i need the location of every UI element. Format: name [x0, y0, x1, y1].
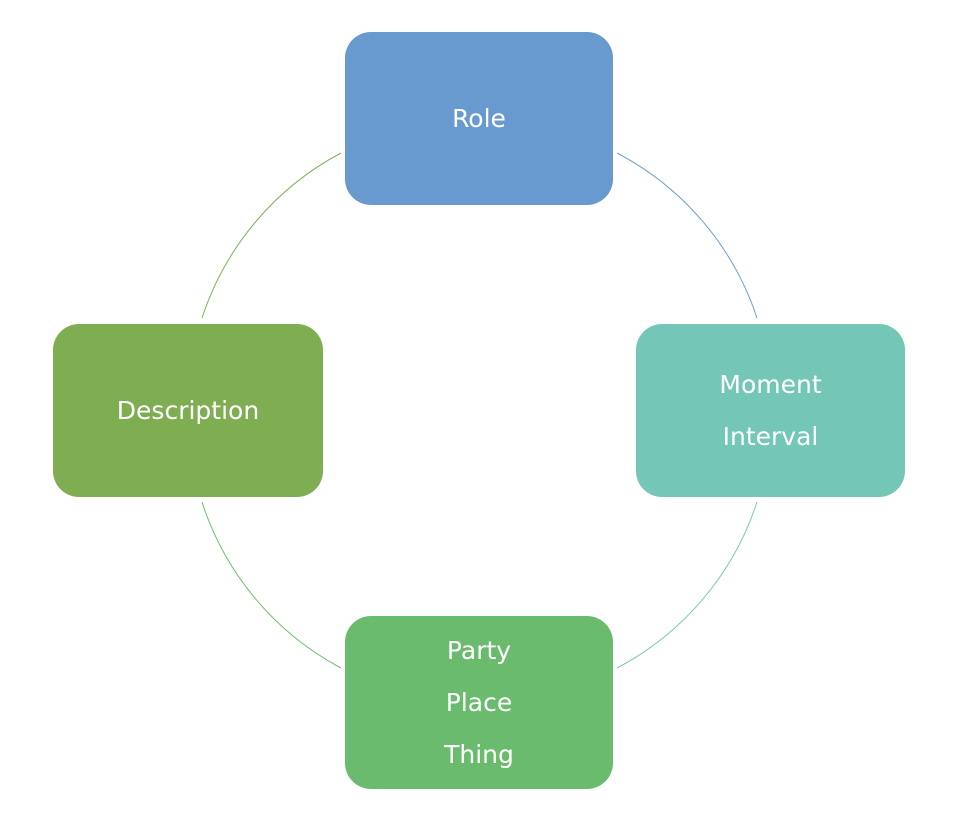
node-moment-interval-line-1: Moment [719, 369, 822, 399]
node-party-place-thing-line-3: Thing [444, 739, 514, 769]
connector-role-to-moment [616, 152, 758, 319]
node-party-place-thing-line-2: Place [445, 687, 513, 717]
node-moment-interval: Moment Interval [636, 324, 905, 497]
node-moment-interval-line-2: Interval [722, 421, 819, 451]
connector-party-to-description [201, 501, 342, 669]
node-description-label: Description [116, 395, 260, 425]
connector-description-to-role [201, 152, 342, 319]
node-role: Role [345, 32, 613, 205]
connector-moment-to-party [616, 501, 758, 669]
node-description: Description [53, 324, 323, 497]
node-party-place-thing-line-1: Party [446, 635, 512, 665]
node-role-label: Role [452, 103, 506, 133]
node-party-place-thing: Party Place Thing [345, 616, 613, 789]
